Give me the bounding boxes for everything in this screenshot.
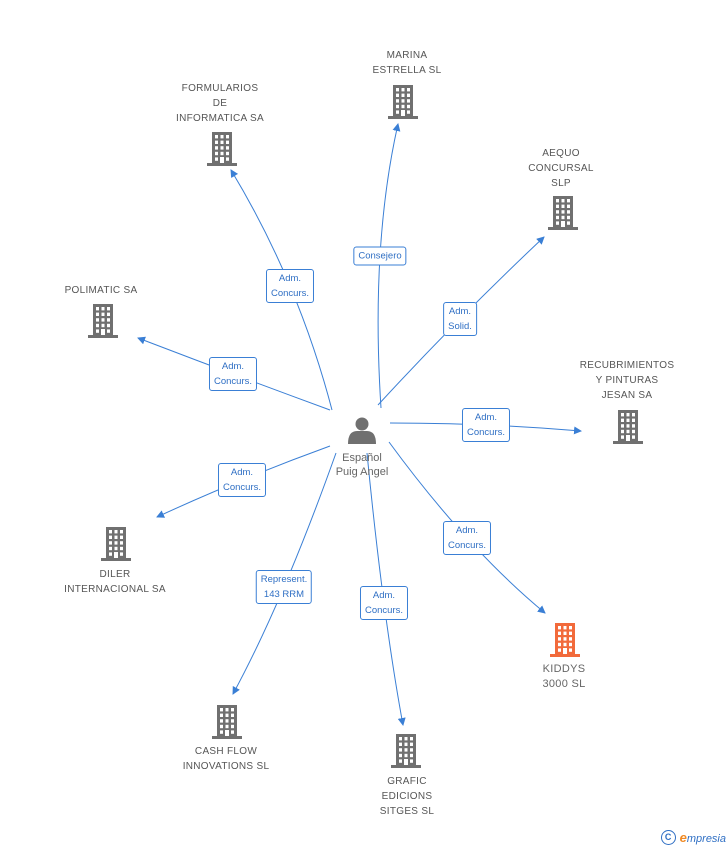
building-icon-formularios[interactable]: [207, 132, 237, 166]
center-person-label[interactable]: Español Puig Angel: [335, 452, 389, 478]
brand-logo: C empresia: [660, 830, 726, 845]
person-icon[interactable]: [348, 417, 376, 445]
company-label-kiddys[interactable]: KIDDYS 3000 SL: [542, 663, 586, 690]
company-label-polimatic[interactable]: POLIMATIC SA: [64, 284, 138, 296]
copyright-icon: C: [660, 830, 676, 845]
building-icon-kiddys[interactable]: [550, 623, 580, 657]
edge-marina: [377, 123, 401, 409]
company-label-cashflow[interactable]: CASH FLOW INNOVATIONS SL: [182, 746, 270, 772]
edge-label-cashflow[interactable]: Represent. 143 RRM: [255, 570, 313, 604]
edge-label-kiddys[interactable]: Adm. Concurs.: [442, 521, 492, 555]
building-icon-aequo[interactable]: [548, 196, 578, 230]
edge-label-polimatic[interactable]: Adm. Concurs.: [208, 357, 258, 391]
brand-name: mpresia: [686, 833, 726, 845]
building-icon-recubrimientos[interactable]: [613, 410, 643, 444]
company-label-aequo[interactable]: AEQUO CONCURSAL SLP: [528, 147, 594, 189]
building-icon-polimatic[interactable]: [88, 304, 118, 338]
edge-label-marina[interactable]: Consejero: [353, 246, 407, 266]
building-icon-cashflow[interactable]: [212, 705, 242, 739]
company-label-recubrimientos[interactable]: RECUBRIMIENTOS Y PINTURAS JESAN SA: [579, 359, 675, 401]
edge-label-recubrimientos[interactable]: Adm. Concurs.: [461, 408, 511, 442]
company-label-formularios[interactable]: FORMULARIOS DE INFORMATICA SA: [176, 82, 264, 124]
company-label-grafic[interactable]: GRAFIC EDICIONS SITGES SL: [379, 775, 435, 817]
building-icon-marina[interactable]: [388, 85, 418, 119]
edge-label-diler[interactable]: Adm. Concurs.: [217, 463, 267, 497]
building-icon-grafic[interactable]: [391, 734, 421, 768]
edge-label-grafic[interactable]: Adm. Concurs.: [359, 586, 409, 620]
edge-label-aequo[interactable]: Adm. Solid.: [443, 302, 477, 336]
building-icon-diler[interactable]: [101, 527, 131, 561]
brand-initial: e: [679, 830, 687, 845]
edge-label-formularios[interactable]: Adm. Concurs.: [265, 269, 315, 303]
company-label-diler[interactable]: DILER INTERNACIONAL SA: [64, 569, 166, 595]
company-label-marina[interactable]: MARINA ESTRELLA SL: [372, 50, 442, 76]
